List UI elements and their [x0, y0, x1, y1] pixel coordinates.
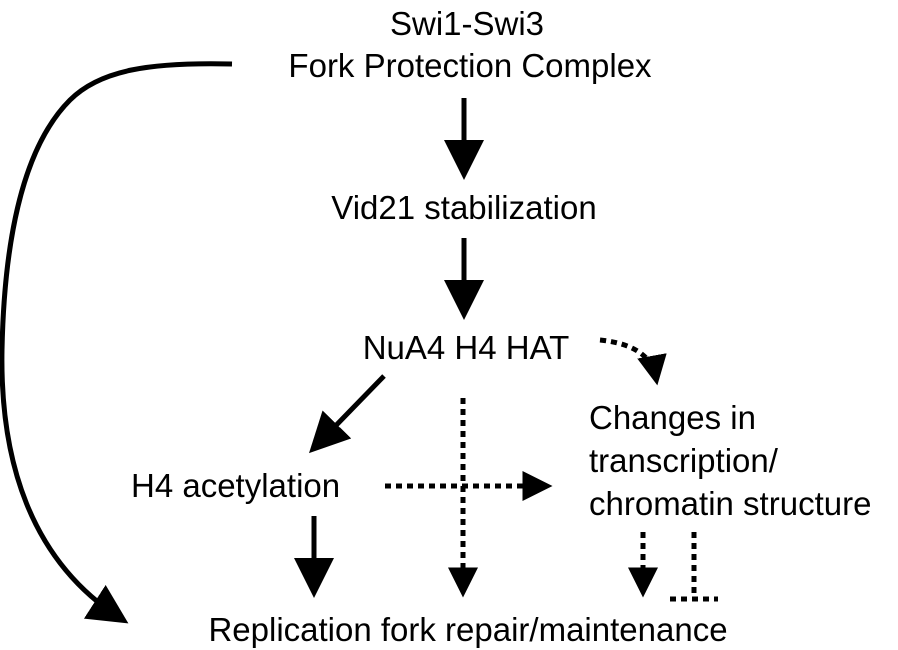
arrow-nua4-to-changes	[599, 337, 667, 386]
node-changes-line2: transcription/	[589, 442, 778, 479]
node-vid21: Vid21 stabilization	[331, 189, 597, 226]
arrow-fpc-to-fork-curve	[0, 61, 233, 624]
node-fpc-line2: Fork Protection Complex	[288, 47, 652, 84]
node-changes-line3: chromatin structure	[589, 485, 872, 522]
node-replication-fork: Replication fork repair/maintenance	[208, 611, 728, 648]
node-h4-acetylation: H4 acetylation	[131, 467, 341, 504]
node-changes-line1: Changes in	[589, 399, 756, 436]
node-fpc-line1: Swi1-Swi3	[389, 5, 545, 42]
arrow-nua4-to-h4ac	[309, 374, 386, 454]
node-nua4: NuA4 H4 HAT	[362, 329, 570, 366]
